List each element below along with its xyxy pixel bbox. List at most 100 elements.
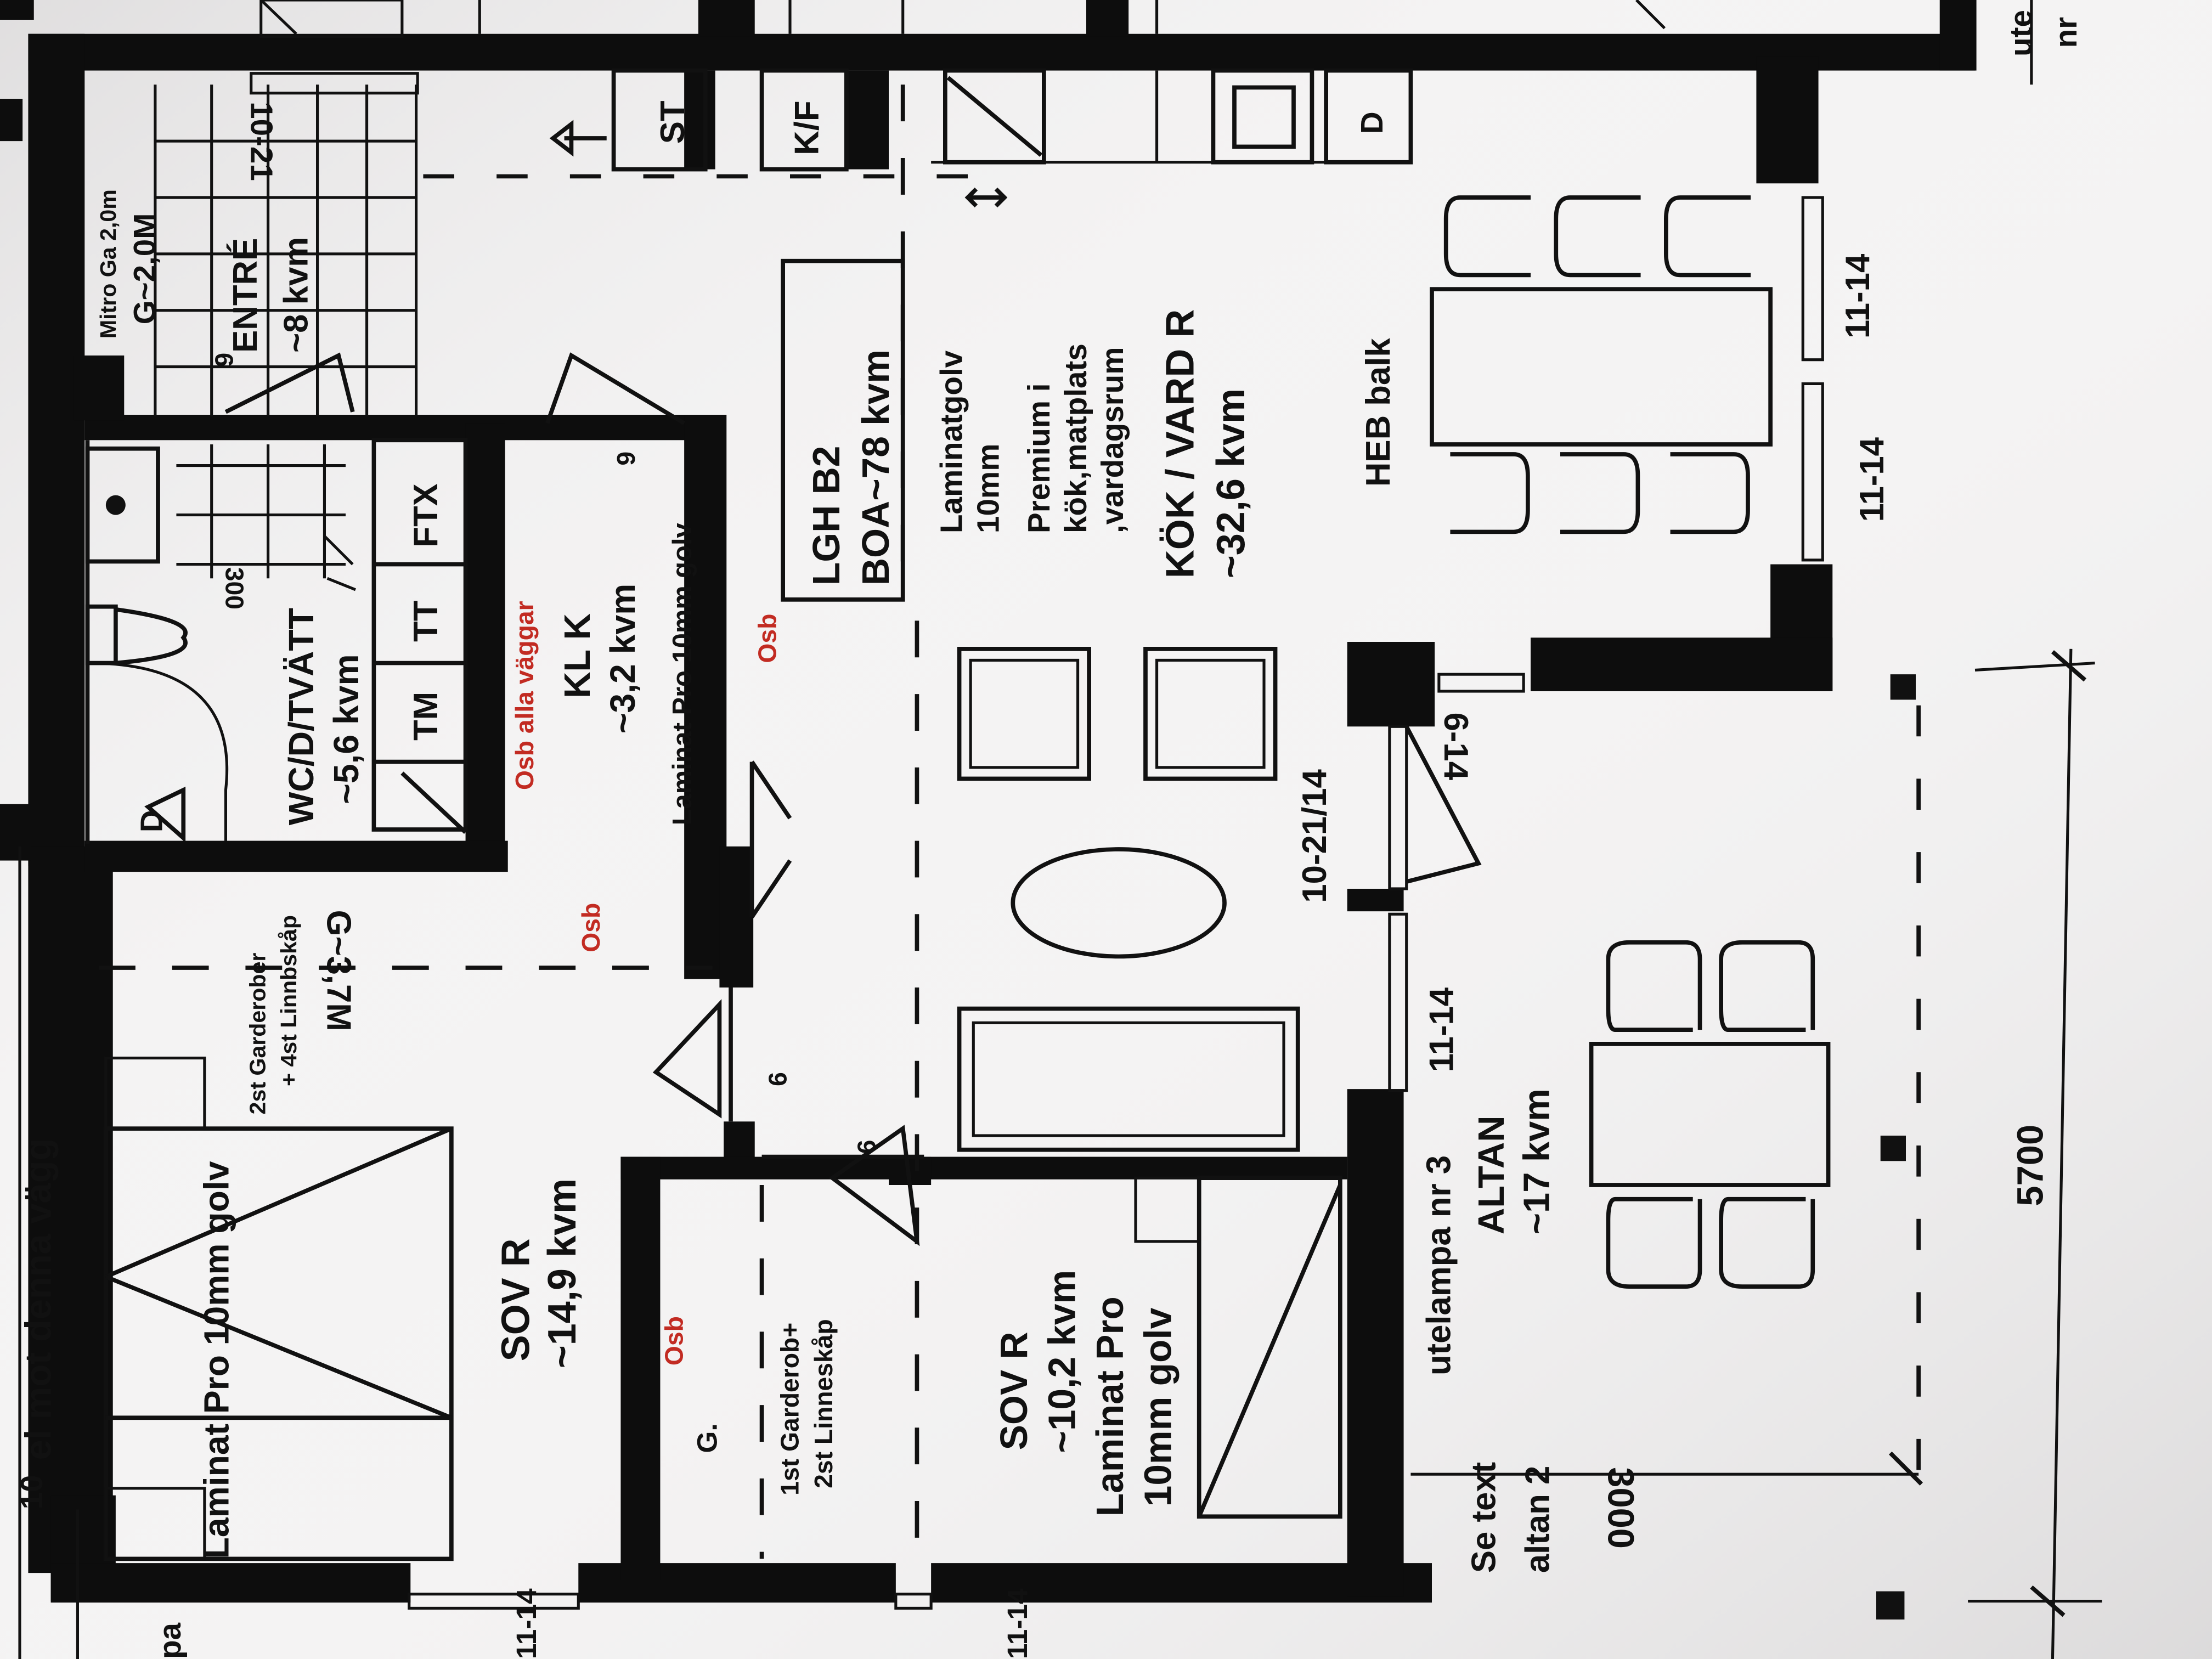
neighbor-post [698, 0, 755, 37]
sov2-area: ~10,2 kvm [1040, 1270, 1083, 1453]
kok-room [781, 195, 1824, 1152]
neighbor-line [259, 0, 297, 35]
sov1-bed-line [105, 1274, 453, 1420]
altan-area [1410, 0, 2102, 1659]
wall-top [28, 33, 1976, 71]
wc-area: ~5,6 kvm [326, 654, 366, 804]
sov2-wardrobe-2: 2st Linneskåp [809, 1319, 838, 1488]
sov1-door-9: 9 [763, 1072, 792, 1086]
dimension-3000: 3000 [1600, 1467, 1641, 1549]
dimension-tick [1888, 1451, 1923, 1486]
entre-door-9: 9 [210, 353, 238, 367]
wc-shower-curve [87, 661, 229, 841]
wc-toilet-bowl [115, 607, 188, 665]
kitchen-window[interactable] [1801, 382, 1824, 562]
entre-front-door[interactable] [250, 72, 419, 95]
entre-note-mirror: Mitro Ga 2,0m [95, 189, 121, 338]
wall-top-right-stub [1939, 0, 1977, 71]
sov2-g-note: G. [691, 1423, 723, 1453]
corridor-doors [98, 620, 924, 1566]
altan-lamp: utelampa nr 3 [1420, 1155, 1458, 1375]
kok-area: ~32,6 kvm [1209, 388, 1253, 578]
wall-bottom-1 [50, 1563, 411, 1603]
altan-name: ALTAN [1471, 1115, 1512, 1234]
dimension-tick [2051, 650, 2087, 682]
altan-door[interactable] [1388, 725, 1408, 890]
heb-balk: HEB balk [1359, 338, 1397, 487]
labels: G~2,0M Mitro Ga 2,0m ENTRÉ ~8 kvm 9 10-2… [14, 10, 2083, 1659]
wall-door-divider [1347, 889, 1404, 912]
klk-door-swing [545, 352, 686, 425]
armchair-inner [1155, 658, 1266, 769]
dining-table [1430, 287, 1773, 447]
apartment-area: BOA~78 kvm [854, 349, 897, 585]
wc-number: 300 [220, 567, 249, 610]
wc-appliance-column [371, 438, 468, 832]
corridor-osb: Osb [753, 614, 781, 663]
kitchen-window[interactable] [1801, 196, 1824, 362]
sov1-window[interactable] [408, 1593, 580, 1610]
kok-floor-5: ,vardagsrum [1095, 347, 1130, 533]
sov1-wardrobe-1: 2st Garderober [245, 953, 270, 1115]
apartment-id: LGH B2 [805, 446, 848, 586]
wall-pillar-top [1347, 642, 1435, 727]
sov1-room [103, 1056, 580, 1610]
wall-entre-wc [84, 415, 706, 441]
wall-right-top [1756, 56, 1819, 184]
sov1-nightstand [104, 1056, 206, 1130]
entre-door-swing [224, 352, 355, 414]
wall-kf-post [846, 70, 889, 170]
wc-marks [323, 535, 356, 591]
wc-tm-label: TM [407, 692, 445, 741]
sov1-wardrobe-2: + 4st Linnbskåp [276, 915, 301, 1086]
wc-d-label: D [134, 810, 169, 832]
wc-ftx-label: FTX [407, 483, 445, 548]
apartment-label-box [781, 258, 905, 602]
wc-diag [400, 771, 467, 834]
sov2-window[interactable] [894, 1593, 933, 1610]
wall-left-upper [28, 33, 85, 866]
armchair-inner [969, 658, 1080, 769]
cabinet-x [946, 76, 1043, 157]
wc-sink [85, 446, 160, 564]
walls [28, 0, 1977, 1603]
sov2-bed [1197, 1176, 1342, 1519]
altan-see-text-2: altan 2 [1519, 1466, 1556, 1573]
kok-name: KÖK / VARD R [1158, 309, 1202, 579]
edge-window-size: 11-14 [1001, 1588, 1033, 1659]
wall-klk-right [684, 415, 727, 979]
sov1-name: SOV R [494, 1238, 538, 1361]
sov2-floor-2: 10mm golv [1136, 1307, 1179, 1506]
edge-window-size: 11-14 [510, 1588, 542, 1659]
sov2-room [759, 1176, 1342, 1610]
neighbor-post [0, 99, 23, 142]
sov1-nightstand [104, 1487, 206, 1560]
armchair [1143, 646, 1278, 781]
altan-window[interactable] [1437, 673, 1525, 693]
cabinet-st [611, 68, 708, 172]
sov2-floor-1: Laminat Pro [1088, 1296, 1131, 1516]
armchair [957, 646, 1091, 781]
edge-pa: pa [153, 1622, 187, 1659]
dimension-tick [1974, 662, 2095, 672]
kok-floor-3: Premium i [1022, 383, 1056, 533]
edge-ute: ute [2004, 10, 2038, 57]
sov1-floor: Laminat Pro 10mm golv [197, 1161, 236, 1559]
cabinet-kf [759, 68, 849, 172]
edge-10: 10 [14, 1475, 49, 1510]
entre-door-size: 10-21 [245, 101, 279, 181]
altan-door-fixed [1388, 912, 1408, 1092]
door-size-altan: 10-21/14 [1296, 769, 1334, 903]
wc-room [85, 438, 468, 844]
sov1-door-swing [652, 999, 722, 1119]
altan-post [1880, 1136, 1906, 1161]
klk-room [545, 352, 686, 425]
kok-floor-4: kök,matplats [1058, 343, 1093, 533]
el-wall-note: el mot denna vägg [18, 1138, 59, 1460]
entre-note-g: G~2,0M [127, 213, 162, 325]
coffee-table [1011, 847, 1227, 959]
wall-wc-klk [465, 423, 505, 854]
klk-door-9: 9 [612, 452, 640, 466]
